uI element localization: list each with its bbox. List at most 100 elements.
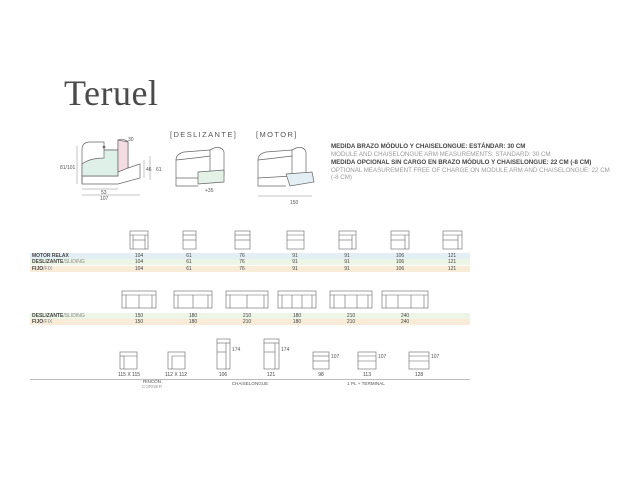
dim-width-outer: 107 — [100, 196, 109, 202]
table-cell: 98 — [318, 372, 324, 378]
group-corner-es: RINCÓN — [142, 379, 162, 384]
note-arm-optional-en: OPTIONAL MEASUREMENT FREE OF CHARGE ON M… — [331, 167, 610, 181]
terminal-98-icon — [312, 351, 330, 370]
dim-motor-extra: 150 — [290, 200, 299, 206]
sofa-210b-icon — [329, 290, 373, 309]
table-cell: 104 — [134, 265, 144, 272]
sofa-180-icon — [173, 290, 213, 309]
table-cell: 104 — [134, 259, 144, 266]
row-band — [30, 319, 470, 326]
table-cell: 91 — [344, 265, 350, 272]
dim-arm: 30 — [128, 137, 134, 143]
table-cell: 113 — [363, 372, 371, 378]
table-cell: 61 — [186, 259, 192, 266]
table-cell: 104 — [134, 253, 144, 259]
note-arm-standard-es: MEDIDA BRAZO MÓDULO Y CHAISELONGUE: ESTÁ… — [331, 143, 526, 150]
terminal-128-icon — [408, 351, 430, 370]
table3-divider — [30, 379, 470, 380]
side-dim-3: 107 — [331, 354, 340, 360]
table-cell: 112 X 112 — [164, 372, 188, 378]
row-band — [30, 259, 470, 266]
row-label-main: DESLIZANTE — [32, 259, 64, 266]
sofa-210-icon — [225, 290, 269, 309]
group-corner: RINCÓN CORNER — [136, 379, 168, 389]
table-cell: 76 — [239, 265, 245, 272]
table-cell: 180 — [292, 319, 302, 326]
dim-arm-height: 61 — [156, 167, 162, 173]
group-terminal: 1 PL + TERMINAL — [347, 381, 385, 386]
table-cell: 61 — [186, 253, 192, 259]
table-cell: 91 — [344, 259, 350, 266]
side-dim-5: 107 — [431, 354, 440, 360]
main-module-drawing — [81, 138, 141, 185]
row-label: FIJO/FIX — [32, 319, 52, 325]
table-cell: 115 X 115 — [117, 372, 141, 378]
group-corner-en: CORNER — [142, 384, 162, 389]
tag-deslizante: [DESLIZANTE] — [170, 130, 238, 139]
table-cell: 91 — [292, 253, 298, 259]
table-cell: 180 — [188, 319, 198, 326]
table-cell: 91 — [292, 259, 298, 266]
table-cell: 240 — [400, 319, 410, 326]
row-label: DESLIZANTE/SLIDING — [32, 313, 85, 319]
table-cell: 121 — [447, 259, 457, 266]
row-label-sub: /SLIDING — [63, 313, 85, 319]
table-cell: 106 — [395, 253, 405, 259]
row-label: DESLIZANTE/SLIDING — [32, 259, 85, 265]
row-band — [30, 253, 470, 259]
table-cell: 91 — [344, 253, 350, 259]
table-cell: 76 — [239, 259, 245, 266]
table-cell: 121 — [447, 265, 457, 272]
table-cell: 210 — [242, 313, 252, 319]
table-cell: 91 — [292, 265, 298, 272]
row-label: MOTOR RELAX — [32, 253, 69, 259]
row-label-main: FIJO — [32, 265, 44, 272]
terminal-113-icon — [357, 351, 377, 370]
dim-seat-height: 46 — [146, 167, 152, 173]
table-cell: 121 — [447, 253, 457, 259]
dim-width-inner: 53 — [101, 190, 107, 196]
note-arm-standard-en: MODULE AND CHAISELONGUE ARM MEASUREMENTS… — [331, 151, 551, 158]
corner-115-icon — [119, 351, 138, 370]
dim-height: 81/101 — [60, 165, 76, 171]
row-label-main: DESLIZANTE — [32, 313, 64, 319]
table-cell: 76 — [239, 253, 245, 259]
row-label: FIJO/FIX — [32, 266, 52, 272]
sofa-240-icon — [381, 290, 429, 309]
side-dim-4: 107 — [378, 354, 387, 360]
table-cell: 150 — [134, 319, 144, 326]
table-cell: 240 — [400, 313, 410, 319]
table-cell: 106 — [218, 372, 228, 378]
sofa-180b-icon — [277, 290, 317, 309]
row-label-sub: /FIX — [43, 319, 53, 326]
motor-module-drawing — [257, 147, 315, 197]
sofa-150-icon — [121, 290, 157, 309]
row-label-main: FIJO — [32, 319, 44, 326]
table-cell: 210 — [346, 319, 356, 326]
table-cell: 210 — [242, 319, 252, 326]
side-dim-1: 174 — [232, 347, 241, 353]
table-cell: 180 — [188, 313, 198, 319]
table-cell: 180 — [292, 313, 302, 319]
product-title: Teruel — [64, 73, 159, 113]
row-label-sub: /SLIDING — [63, 259, 85, 266]
row-label-main: MOTOR RELAX — [32, 253, 69, 259]
sliding-module-drawing — [175, 147, 225, 187]
table-cell: 106 — [395, 265, 405, 272]
chaiselongue-121-icon — [263, 338, 280, 370]
table-cell: 150 — [134, 313, 144, 319]
row-label-sub: /FIX — [43, 265, 53, 272]
table-cell: 121 — [266, 372, 276, 378]
row-band — [30, 313, 470, 319]
tag-motor: [MOTOR] — [256, 130, 298, 139]
table-cell: 128 — [414, 372, 424, 378]
table-cell: 106 — [395, 259, 405, 266]
corner-112-icon — [167, 351, 186, 370]
dim-sliding-extra: +35 — [205, 188, 214, 194]
group-chaiselongue: CHAISELONGUE — [231, 381, 269, 386]
